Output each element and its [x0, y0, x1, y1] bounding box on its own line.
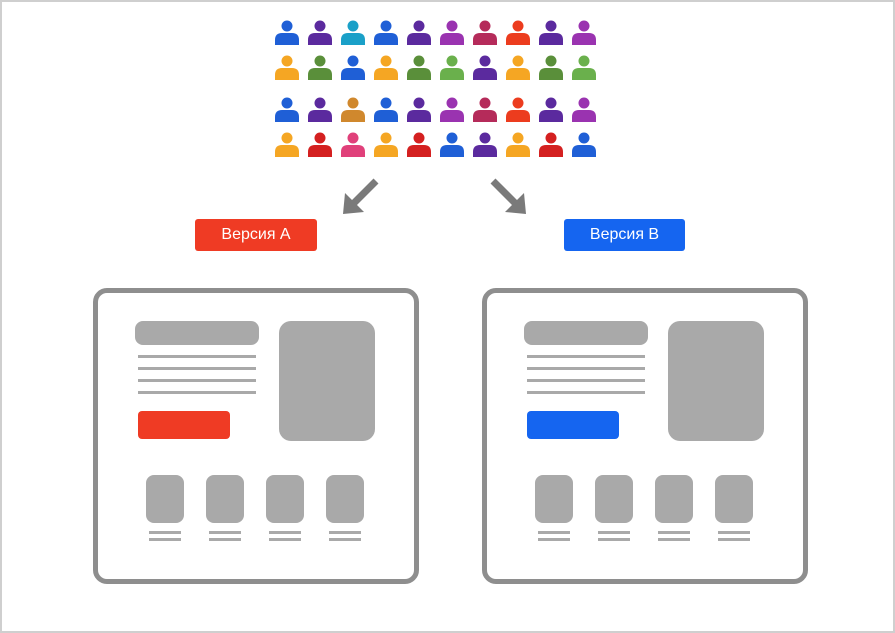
person-icon	[505, 131, 531, 157]
mockup-thumbnail	[326, 475, 364, 523]
mockup-caption-line	[149, 531, 181, 534]
person-icon	[571, 19, 597, 45]
mockup-caption-line	[329, 531, 361, 534]
person-icon	[538, 131, 564, 157]
mockup-caption-line	[269, 531, 301, 534]
mockup-heading-block	[135, 321, 259, 345]
person-icon	[406, 19, 432, 45]
person-icon	[439, 96, 465, 122]
mockup-caption-line	[149, 538, 181, 541]
page-mockup-version-b	[482, 288, 808, 584]
person-icon	[307, 54, 333, 80]
person-icon	[406, 96, 432, 122]
mockup-caption-line	[718, 538, 750, 541]
mockup-caption-line	[538, 531, 570, 534]
mockup-heading-block	[524, 321, 648, 345]
person-icon	[274, 131, 300, 157]
mockup-thumbnail	[595, 475, 633, 523]
person-icon	[373, 131, 399, 157]
mockup-text-line	[527, 379, 645, 382]
mockup-text-line	[138, 391, 256, 394]
mockup-text-line	[138, 379, 256, 382]
person-icon	[571, 54, 597, 80]
person-icon	[571, 131, 597, 157]
mockup-text-line	[138, 367, 256, 370]
person-icon	[406, 54, 432, 80]
version-a-label: Версия А	[221, 226, 291, 243]
mockup-caption-line	[718, 531, 750, 534]
mockup-caption-line	[329, 538, 361, 541]
mockup-caption-line	[538, 538, 570, 541]
person-icon	[505, 54, 531, 80]
mockup-text-line	[138, 355, 256, 358]
person-icon	[373, 54, 399, 80]
person-icon	[340, 19, 366, 45]
mockup-thumbnail	[715, 475, 753, 523]
person-icon	[538, 96, 564, 122]
person-icon	[307, 96, 333, 122]
mockup-caption-line	[658, 531, 690, 534]
mockup-cta-button-a	[138, 411, 230, 439]
version-a-badge: Версия А	[195, 219, 317, 251]
arrow-to-version-b-icon	[489, 177, 529, 217]
person-icon	[505, 96, 531, 122]
person-icon	[505, 19, 531, 45]
person-icon	[472, 96, 498, 122]
person-icon	[274, 54, 300, 80]
version-b-label: Версия В	[589, 226, 660, 243]
person-icon	[439, 19, 465, 45]
person-icon	[406, 131, 432, 157]
person-icon	[538, 19, 564, 45]
person-icon	[340, 96, 366, 122]
page-mockup-version-a	[93, 288, 419, 584]
version-b-badge: Версия В	[564, 219, 685, 251]
mockup-text-line	[527, 367, 645, 370]
person-icon	[340, 131, 366, 157]
person-icon	[472, 54, 498, 80]
arrow-to-version-a-icon	[340, 177, 380, 217]
mockup-caption-line	[209, 531, 241, 534]
mockup-thumbnail	[266, 475, 304, 523]
person-icon	[274, 96, 300, 122]
mockup-thumbnail	[146, 475, 184, 523]
person-icon	[439, 54, 465, 80]
mockup-thumbnail	[206, 475, 244, 523]
person-icon	[307, 19, 333, 45]
person-icon	[439, 131, 465, 157]
mockup-caption-line	[269, 538, 301, 541]
mockup-image-block	[668, 321, 764, 441]
person-icon	[472, 19, 498, 45]
mockup-text-line	[527, 391, 645, 394]
person-icon	[274, 19, 300, 45]
person-icon	[571, 96, 597, 122]
person-icon	[472, 131, 498, 157]
mockup-image-block	[279, 321, 375, 441]
person-icon	[373, 19, 399, 45]
mockup-caption-line	[598, 538, 630, 541]
person-icon	[340, 54, 366, 80]
mockup-caption-line	[209, 538, 241, 541]
audience-grid	[274, 19, 604, 159]
mockup-cta-button-b	[527, 411, 619, 439]
mockup-thumbnail	[535, 475, 573, 523]
mockup-caption-line	[658, 538, 690, 541]
mockup-caption-line	[598, 531, 630, 534]
mockup-thumbnail	[655, 475, 693, 523]
person-icon	[373, 96, 399, 122]
person-icon	[538, 54, 564, 80]
person-icon	[307, 131, 333, 157]
mockup-text-line	[527, 355, 645, 358]
